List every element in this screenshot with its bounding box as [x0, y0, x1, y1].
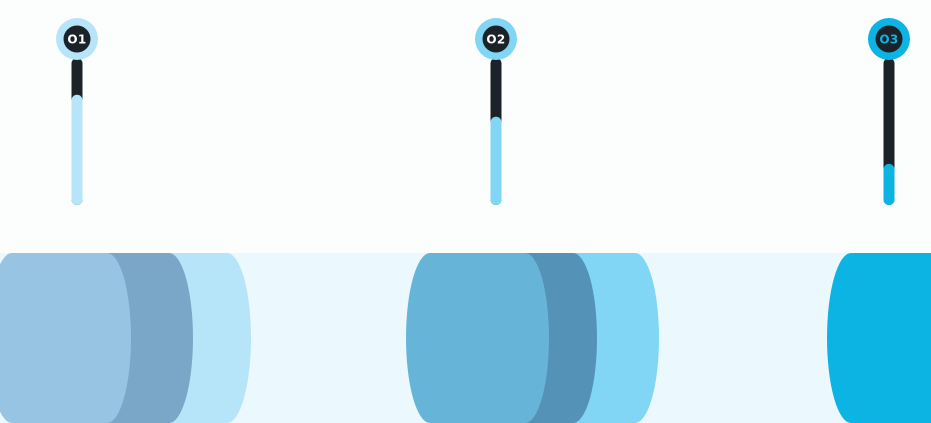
- pin-progress-fill: [884, 164, 895, 205]
- disc-layer-front: [0, 253, 131, 423]
- badge-label: O3: [879, 32, 898, 46]
- marker-pins: O1 O2 O3: [56, 18, 910, 205]
- disc-layer-front: [827, 253, 931, 423]
- disc-layer-front: [406, 253, 549, 423]
- pin-progress-fill: [491, 117, 502, 205]
- cylinder-disc-3: [827, 253, 931, 423]
- marker-pin-3: O3: [868, 18, 910, 205]
- badge-label: O2: [486, 32, 505, 46]
- badge-label: O1: [67, 32, 86, 46]
- cylinder-disc-1: [0, 253, 251, 423]
- marker-pin-2: O2: [475, 18, 517, 205]
- cylinder-disc-2: [406, 253, 659, 423]
- pin-progress-fill: [72, 95, 83, 205]
- marker-pin-1: O1: [56, 18, 98, 205]
